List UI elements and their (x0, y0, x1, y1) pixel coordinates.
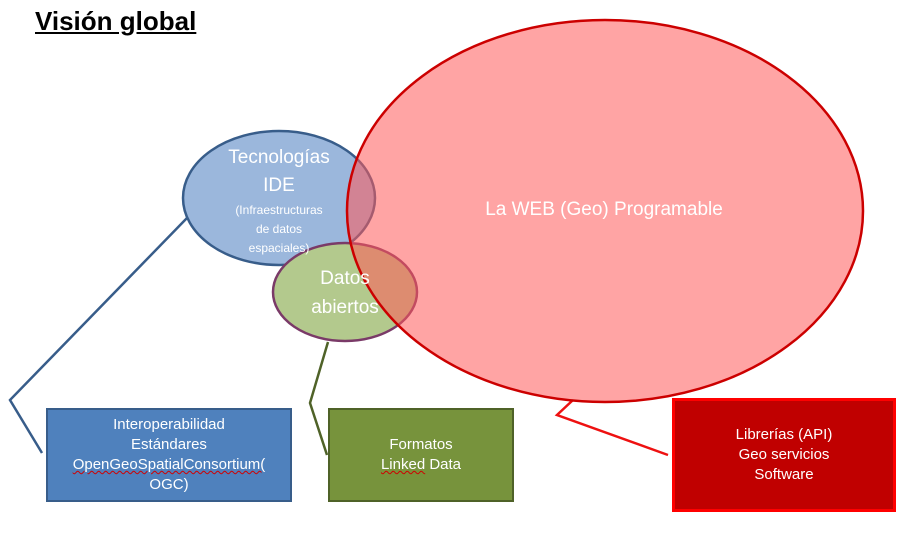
connector-tecnologias-interop (8, 217, 188, 454)
librerias-line3: Software (754, 466, 814, 483)
tecnologias-sublabel-line1: (Infraestructuras (235, 203, 322, 217)
interop-line1: Interoperabilidad (113, 416, 225, 433)
formatos-line2: Linked Data (381, 455, 461, 475)
connector-datos-formatos (308, 341, 330, 456)
tecnologias-sublabel-line3: espaciales) (249, 241, 310, 255)
interop-line2: Estándares (131, 436, 207, 453)
page-title: Visión global (35, 6, 197, 36)
formatos-box: Formatos Linked Data (328, 408, 514, 502)
interop-line3: OpenGeoSpatialConsortium( (72, 456, 266, 473)
formatos-line1: Formatos (389, 436, 453, 453)
formatos-linked-word: Linked (380, 456, 426, 473)
tecnologias-sublabel-line2: de datos (256, 222, 302, 236)
librerias-box: Librerías (API) Geo servicios Software (672, 398, 896, 512)
web-label: La WEB (Geo) Programable (485, 199, 723, 220)
interop-line4: OGC) (149, 476, 189, 493)
librerias-line2: Geo servicios (738, 446, 830, 463)
formatos-data-word: Data (425, 456, 462, 473)
web-programable-circle (345, 18, 865, 404)
tecnologias-label-line2: IDE (263, 175, 295, 196)
connector-web-librerias (554, 399, 669, 457)
tecnologias-label-line1: Tecnologías (228, 147, 329, 168)
librerias-line1: Librerías (API) (735, 426, 833, 443)
datos-label-line1: Datos (320, 268, 370, 289)
datos-label-line2: abiertos (311, 297, 379, 318)
interoperabilidad-box: Interoperabilidad Estándares OpenGeoSpat… (46, 408, 292, 502)
